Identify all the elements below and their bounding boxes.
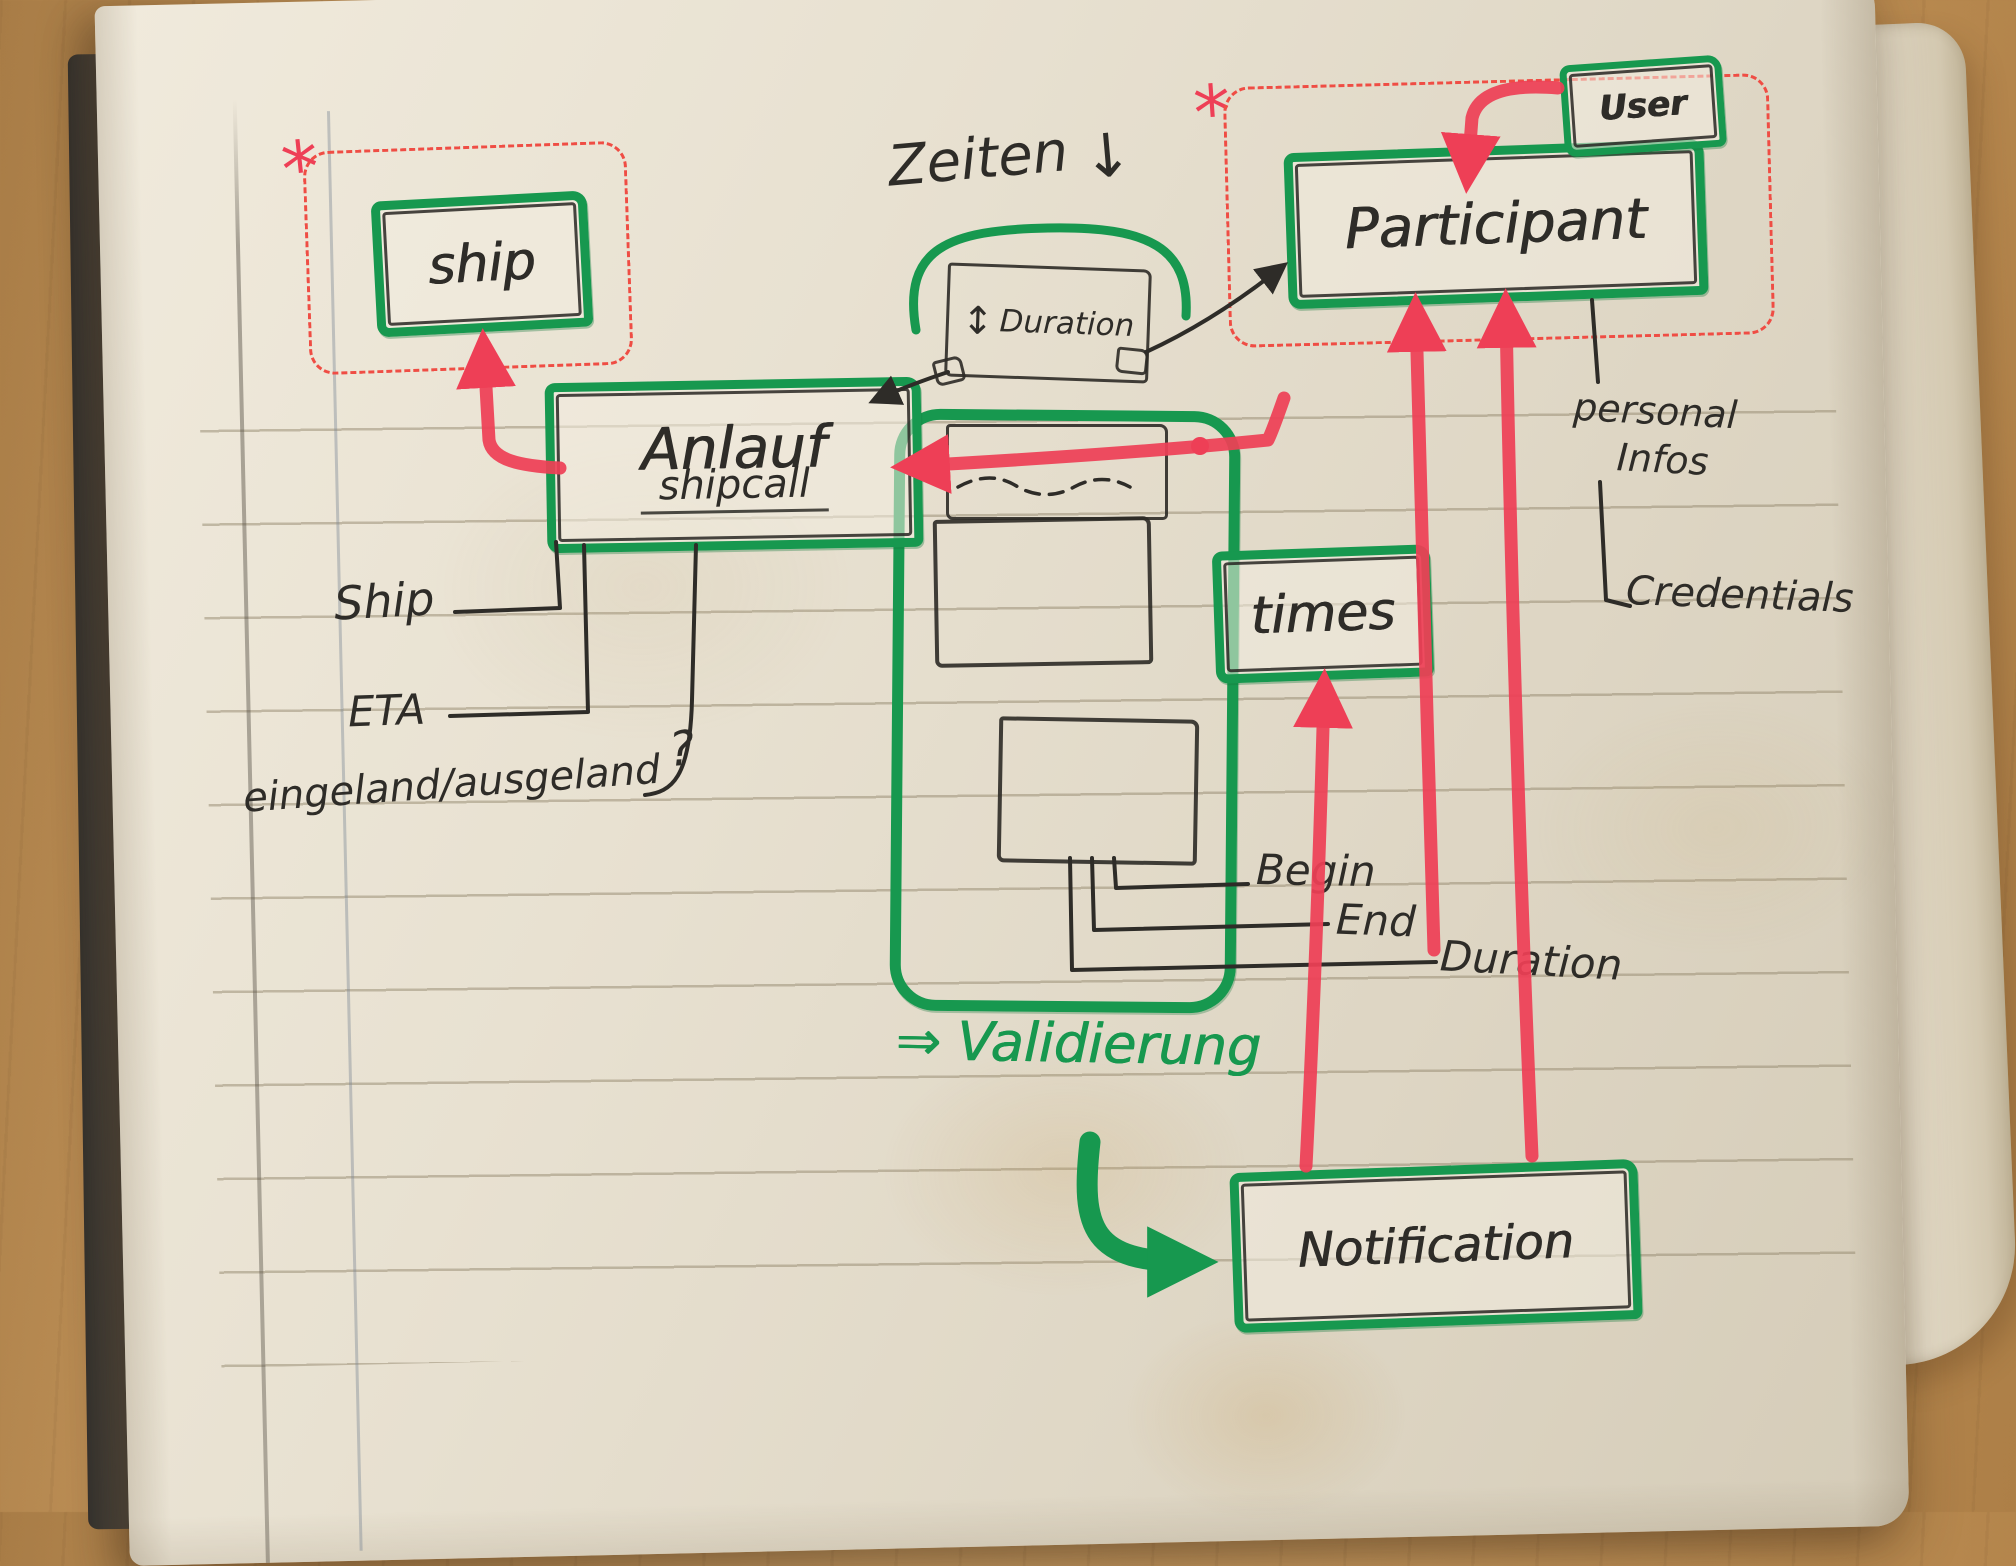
annotation-validierung: ⇒ Validierung xyxy=(895,1009,1261,1078)
time-slot-box-1 xyxy=(946,424,1168,520)
box-user-label: User xyxy=(1597,82,1689,130)
annotation-validierung-text: Validierung xyxy=(956,1009,1262,1079)
double-arrow-right-icon: ⇒ xyxy=(895,1008,942,1073)
box-participant: Participant xyxy=(1283,138,1709,310)
box-participant-label: Participant xyxy=(1343,186,1649,262)
box-notification-label: Notification xyxy=(1297,1213,1575,1279)
arrow-down-icon: ↓ xyxy=(1079,119,1136,194)
annotation-begin: Begin xyxy=(1255,844,1377,897)
annotation-zeiten-text: Zeiten xyxy=(885,119,1071,200)
annotation-personal-line2: Infos xyxy=(1615,434,1710,484)
annotation-zeiten: Zeiten ↓ xyxy=(885,113,1135,204)
duration-foot-right xyxy=(1114,346,1150,376)
box-user: User xyxy=(1558,54,1728,158)
box-duration-label: Duration xyxy=(998,303,1135,344)
box-times-label: times xyxy=(1249,581,1397,647)
annotation-ship-attr: Ship xyxy=(332,571,436,631)
box-anlauf-shipcall: Anlauf shipcall xyxy=(544,376,924,554)
time-slot-box-2 xyxy=(932,516,1154,668)
annotation-personal-line1: personal xyxy=(1572,384,1739,438)
resize-vertical-icon: ↕ xyxy=(961,298,995,344)
time-slot-box-3 xyxy=(996,716,1200,866)
sketch-diagram: * * ship Anlauf shipcall Participant Use… xyxy=(0,0,2016,1512)
box-times: times xyxy=(1211,544,1435,684)
annotation-inout-attr: eingeland/ausgeland ? xyxy=(241,720,698,831)
annotation-duration-attr: Duration xyxy=(1438,931,1624,990)
annotation-credentials: Credentials xyxy=(1625,568,1855,622)
box-ship-label: ship xyxy=(426,231,538,297)
annotation-personal-infos: personal Infos xyxy=(1570,384,1739,487)
box-ship: ship xyxy=(370,190,594,338)
annotation-eta-attr: ETA xyxy=(347,684,426,737)
box-anlauf-sublabel: shipcall xyxy=(640,459,829,515)
annotation-inout-text: eingeland/ausgeland xyxy=(241,746,662,822)
annotation-end: End xyxy=(1335,894,1417,947)
annotation-inout-question: ? xyxy=(666,720,697,778)
duration-foot-left xyxy=(931,354,967,388)
box-notification: Notification xyxy=(1229,1158,1643,1334)
